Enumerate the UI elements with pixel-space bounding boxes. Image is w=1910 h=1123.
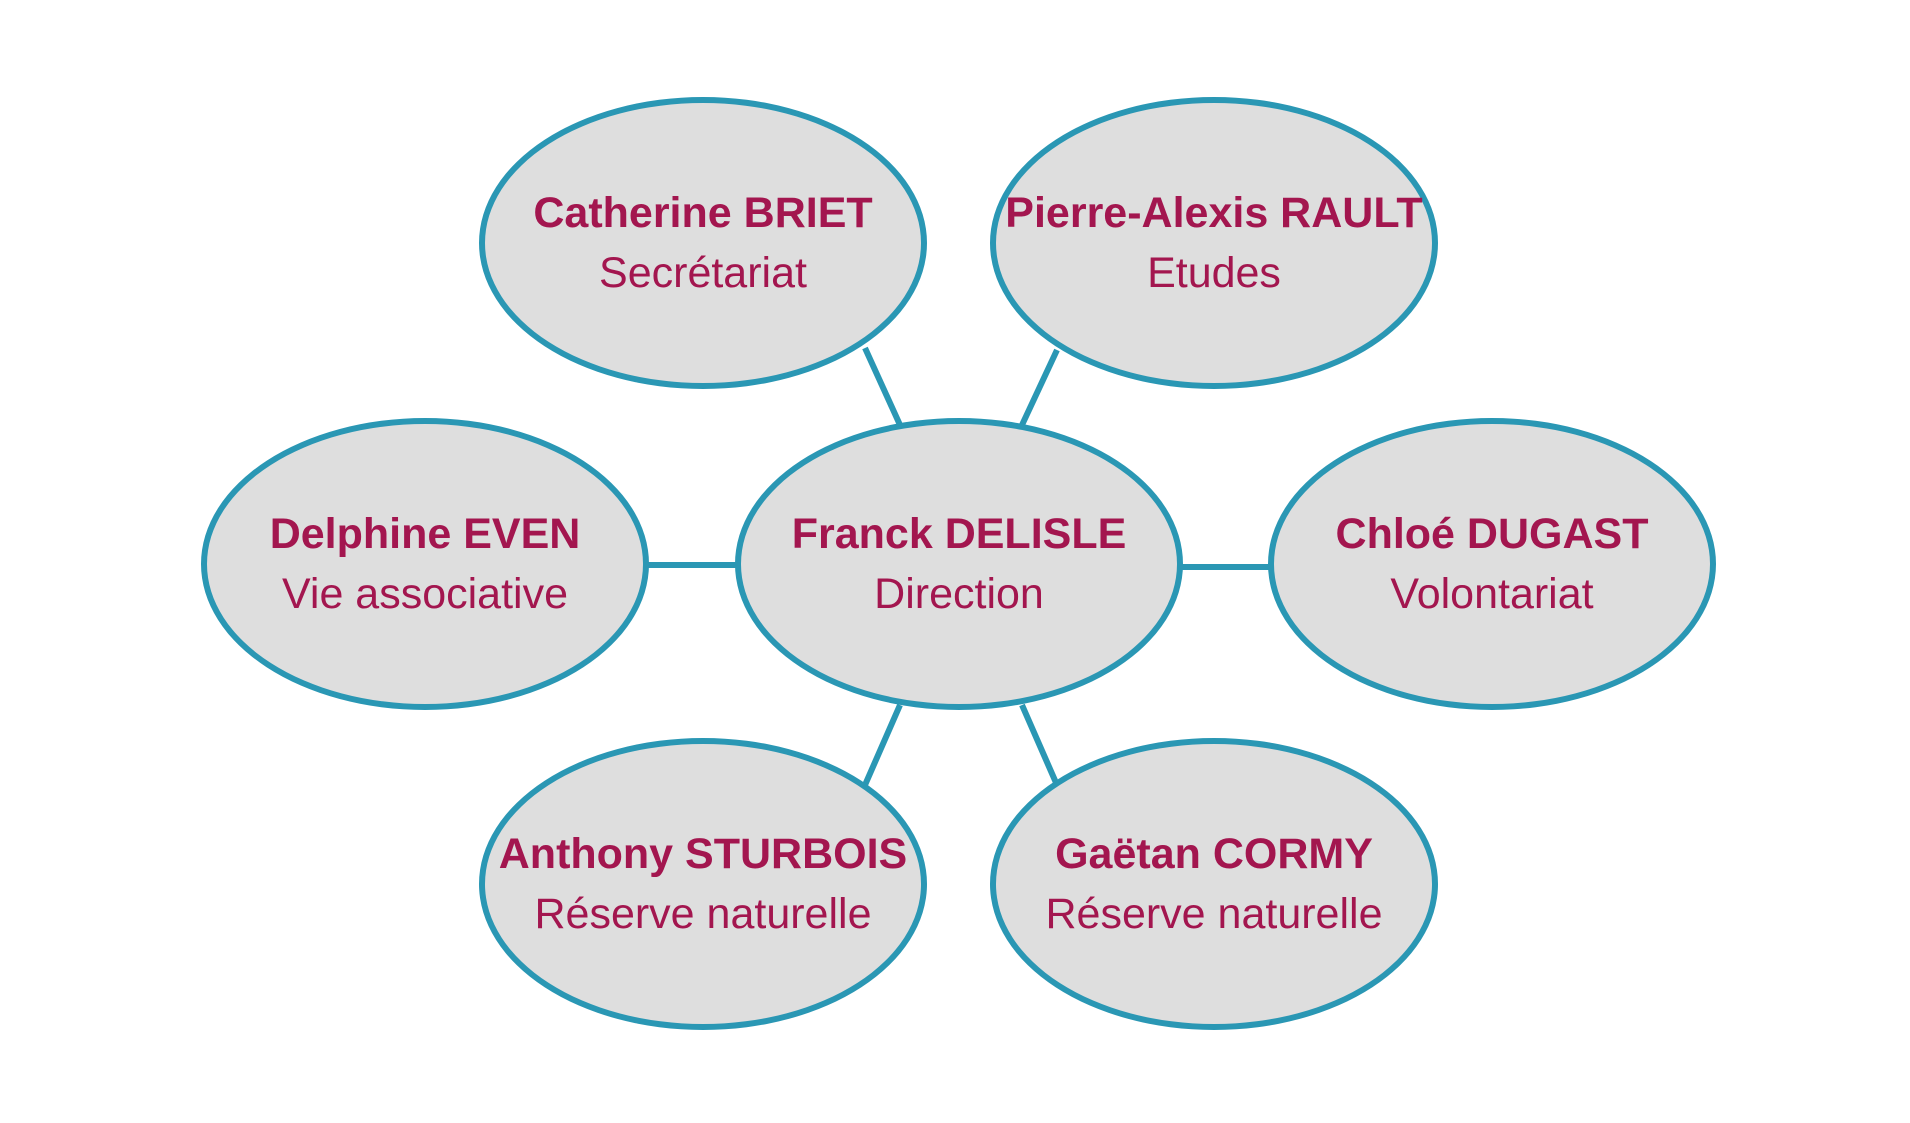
connector-bottom-left <box>862 703 903 787</box>
node-role: Volontariat <box>1390 570 1594 618</box>
node-name: Pierre-Alexis RAULT <box>1005 189 1423 237</box>
connector-top-right <box>1019 348 1060 427</box>
node-gaetan-cormy: Gaëtan CORMY Réserve naturelle <box>990 738 1438 1030</box>
node-role: Réserve naturelle <box>534 890 872 938</box>
node-catherine-briet: Catherine BRIET Secrétariat <box>479 97 927 389</box>
node-role: Réserve naturelle <box>1045 890 1383 938</box>
node-chloe-dugast: Chloé DUGAST Volontariat <box>1268 418 1716 710</box>
node-role: Vie associative <box>281 570 569 618</box>
node-role: Etudes <box>1147 249 1281 297</box>
node-franck-delisle: Franck DELISLE Direction <box>735 418 1183 710</box>
node-name: Gaëtan CORMY <box>1055 830 1373 878</box>
node-pierre-alexis-rault: Pierre-Alexis RAULT Etudes <box>990 97 1438 389</box>
node-anthony-sturbois: Anthony STURBOIS Réserve naturelle <box>479 738 927 1030</box>
connector-top-left <box>862 346 903 427</box>
node-name: Catherine BRIET <box>533 189 873 237</box>
node-role: Direction <box>874 570 1044 618</box>
node-role: Secrétariat <box>599 249 807 297</box>
connector-bottom-right <box>1019 703 1060 787</box>
node-name: Delphine EVEN <box>269 510 581 558</box>
node-name: Chloé DUGAST <box>1335 510 1649 558</box>
node-name: Anthony STURBOIS <box>498 830 908 878</box>
node-name: Franck DELISLE <box>791 510 1127 558</box>
node-delphine-even: Delphine EVEN Vie associative <box>201 418 649 710</box>
